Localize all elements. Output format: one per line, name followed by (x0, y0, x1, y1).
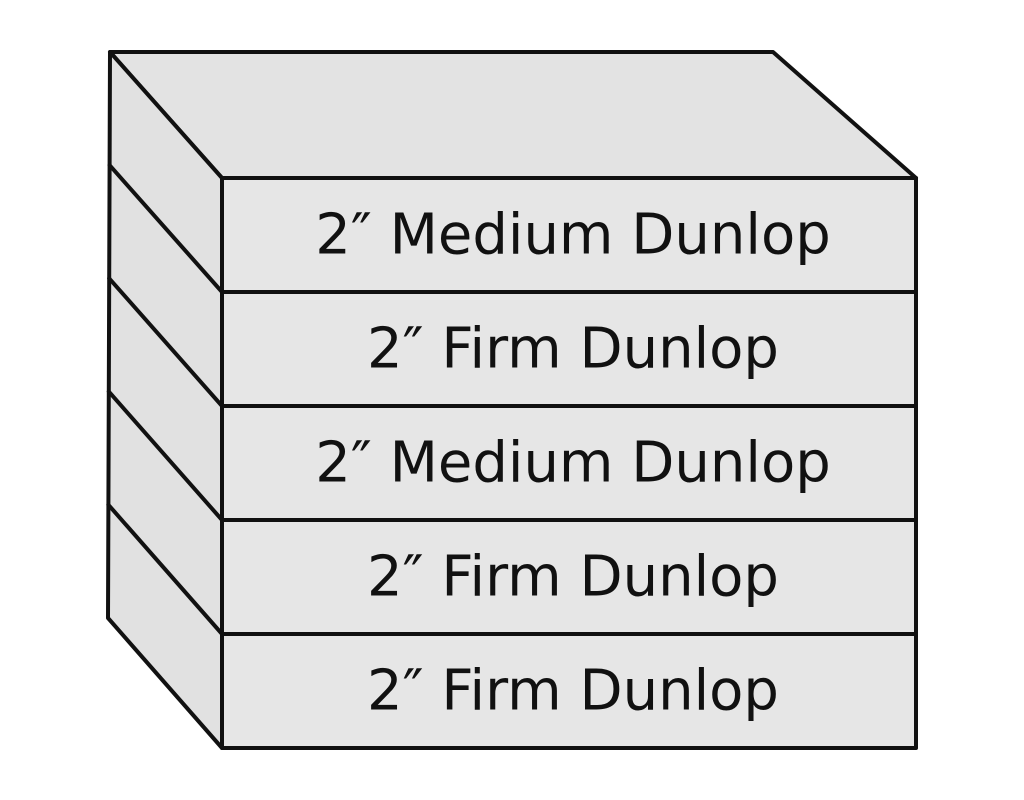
layer-label: 2″ Firm Dunlop (367, 317, 779, 382)
layer-divider-side (107, 163, 224, 294)
stack-top-face (108, 50, 918, 180)
stack-left-side-face (106, 50, 224, 750)
layer-label: 2″ Firm Dunlop (367, 545, 779, 610)
layer-label: 2″ Medium Dunlop (315, 431, 831, 496)
layer-dividers (106, 163, 918, 636)
layer-divider-side (106, 502, 224, 636)
layer-labels: 2″ Medium Dunlop 2″ Firm Dunlop 2″ Medium … (315, 203, 831, 724)
stack-front-face (220, 176, 918, 750)
layer-label: 2″ Firm Dunlop (367, 659, 779, 724)
layer-divider-side (106, 389, 224, 522)
layer-divider-side (107, 276, 224, 408)
layer-label: 2″ Medium Dunlop (315, 203, 831, 268)
